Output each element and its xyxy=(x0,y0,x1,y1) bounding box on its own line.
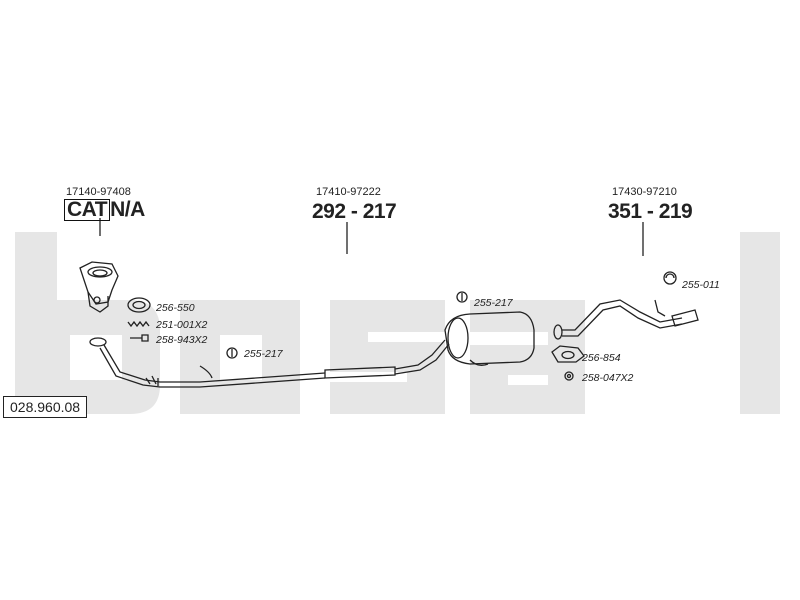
tail-pipe xyxy=(553,299,699,340)
label-hanger-front: 255-217 xyxy=(244,348,283,360)
reference-number: 028.960.08 xyxy=(3,396,88,418)
catalytic-converter xyxy=(79,261,119,313)
oe-number-rear: 17430-97210 xyxy=(612,186,677,198)
cat-label: CAT xyxy=(64,199,111,221)
front-pipe xyxy=(89,337,326,388)
spring-icon xyxy=(127,320,150,328)
flange-gasket xyxy=(551,345,585,363)
rear-muffler xyxy=(444,311,535,366)
middle-part-number: 292 - 217 xyxy=(312,200,397,223)
label-flange-gasket: 256-854 xyxy=(582,352,621,364)
cat-part-number: N/A xyxy=(110,198,145,221)
label-hanger-mid: 255-217 xyxy=(474,297,513,309)
label-gasket-ring: 256-550 xyxy=(156,302,195,314)
rear-part-number: 351 - 219 xyxy=(608,200,693,223)
label-hanger-rear: 255-011 xyxy=(682,279,720,291)
bolt-icon xyxy=(130,334,149,342)
nut-icon xyxy=(564,371,574,381)
gasket-ring xyxy=(127,297,151,313)
oe-number-middle: 17410-97222 xyxy=(316,186,381,198)
hanger-mid xyxy=(456,291,468,303)
label-bolt: 258-943X2 xyxy=(156,334,208,346)
hanger-front xyxy=(226,347,238,359)
center-resonator xyxy=(324,339,450,379)
oe-number-cat: 17140-97408 xyxy=(66,186,131,198)
hanger-rear xyxy=(663,271,677,285)
label-spring: 251-001X2 xyxy=(156,319,208,331)
label-nut: 258-047X2 xyxy=(582,372,634,384)
